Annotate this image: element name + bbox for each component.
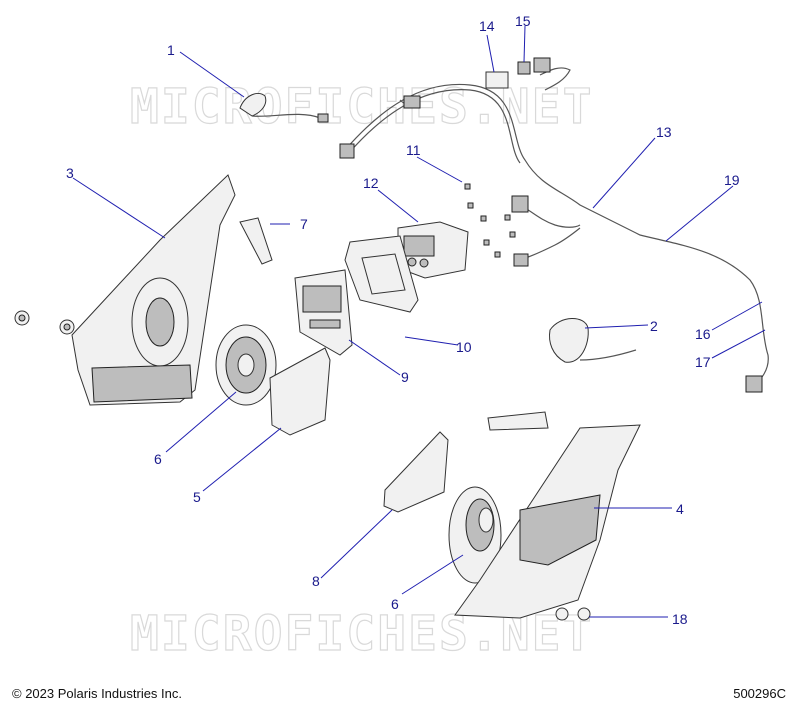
part-3-left-speaker-pod xyxy=(71,174,236,406)
callout-7: 7 xyxy=(300,216,308,232)
part-9-bezel xyxy=(294,269,353,356)
copyright-text: © 2023 Polaris Industries Inc. xyxy=(12,686,182,701)
callout-19: 19 xyxy=(724,172,740,188)
callout-10: 10 xyxy=(456,339,472,355)
callout-12: 12 xyxy=(363,175,379,191)
callout-16: 16 xyxy=(695,326,711,342)
connector-icon xyxy=(533,57,551,73)
callout-14: 14 xyxy=(479,18,495,34)
callout-2: 2 xyxy=(650,318,658,334)
grommet-icon xyxy=(577,607,591,621)
connector-icon xyxy=(403,95,421,109)
callout-4: 4 xyxy=(676,501,684,517)
callout-numbers: 1 2 3 4 5 6 6 7 8 9 10 11 12 13 14 15 16… xyxy=(66,13,740,627)
leader-lines xyxy=(72,25,766,618)
connector-icon xyxy=(745,375,763,393)
callout-8: 8 xyxy=(312,573,320,589)
callout-3: 3 xyxy=(66,165,74,181)
part-11-screws xyxy=(464,183,516,258)
callout-18: 18 xyxy=(672,611,688,627)
callout-1: 1 xyxy=(167,42,175,58)
grommet-icon xyxy=(555,607,569,621)
wire-harness xyxy=(339,57,769,393)
callout-13: 13 xyxy=(656,124,672,140)
drawing-number: 500296C xyxy=(733,686,786,701)
callout-6-right: 6 xyxy=(391,596,399,612)
connector-icon xyxy=(511,195,529,213)
part-5-grille-left xyxy=(269,347,331,436)
callout-5: 5 xyxy=(193,489,201,505)
callout-6-left: 6 xyxy=(154,451,162,467)
part-2-cover xyxy=(549,318,637,363)
part-6-speaker-right xyxy=(448,486,502,584)
connector-icon xyxy=(339,143,355,159)
callout-15: 15 xyxy=(515,13,531,29)
callout-11: 11 xyxy=(406,142,421,158)
callout-17: 17 xyxy=(695,354,711,370)
part-6-speaker-left xyxy=(215,324,277,406)
callout-9: 9 xyxy=(401,369,409,385)
grommet-hole-icon xyxy=(63,323,71,331)
grommet-hole-icon xyxy=(18,314,26,322)
part-4-right-speaker-pod xyxy=(454,411,641,619)
part-14-module xyxy=(485,71,509,89)
part-7-bracket xyxy=(239,217,273,265)
part-1-harness-piece xyxy=(239,93,329,123)
watermark-top: MICROFICHES.NET xyxy=(130,79,593,135)
part-10-bracket-window xyxy=(361,253,406,295)
connector-icon xyxy=(513,253,529,267)
part-8-grille-right xyxy=(383,431,449,513)
part-15-clip xyxy=(517,61,531,75)
